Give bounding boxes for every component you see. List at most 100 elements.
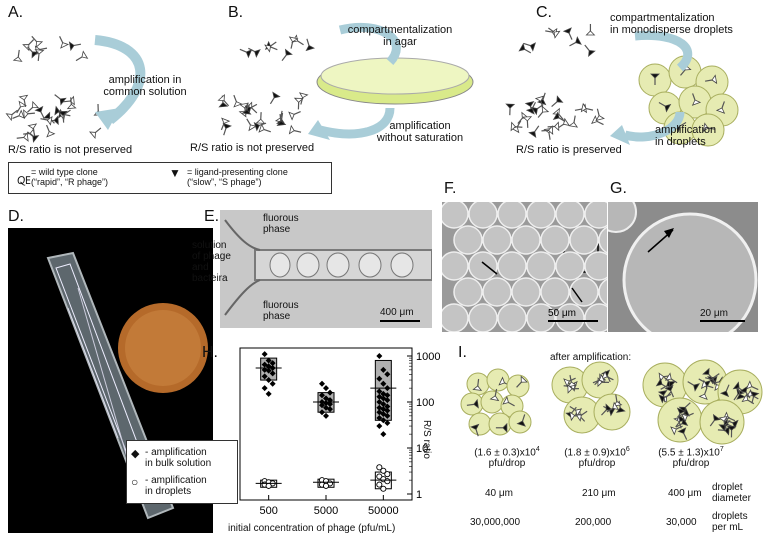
panel-c-label: C. <box>536 4 552 21</box>
wild-phage-icon <box>46 124 56 138</box>
data-point-circle <box>380 467 387 474</box>
ligand-phage-icon <box>54 94 67 106</box>
curved-arrow-c-bottom <box>623 111 685 142</box>
panel-c-result: R/S ratio is preserved <box>516 144 622 156</box>
data-point-diamond <box>327 406 333 413</box>
ligand-phage-icon <box>562 27 573 40</box>
data-point-diamond <box>376 399 383 405</box>
legend-droplets-line2: in droplets <box>145 486 192 497</box>
data-point-circle <box>376 464 383 471</box>
data-point-diamond <box>376 353 383 359</box>
droplet <box>482 225 512 255</box>
fluorous-bottom-line2: phase <box>263 311 291 322</box>
data-point-diamond <box>380 401 387 408</box>
wild-phage-icon <box>691 93 702 106</box>
wild-phage-icon <box>288 124 302 135</box>
ligand-phage-icon <box>552 111 566 122</box>
wild-phage-icon <box>293 97 304 110</box>
wild-phage-icon <box>31 35 44 49</box>
droplet <box>555 303 585 332</box>
wild-phage-icon <box>568 115 579 128</box>
ligand-phage-icon <box>281 48 293 62</box>
wild-phage-icon <box>664 372 678 384</box>
ligand-phage-icon <box>658 393 672 404</box>
wild-phage-icon <box>264 41 277 53</box>
ligand-phage-icon <box>27 131 40 143</box>
solution-line3: and <box>192 262 209 273</box>
panel-c-arrow-text: amplification in droplets <box>655 124 716 148</box>
conc-2: (1.8 ± 0.9)x106 pfu/drop <box>552 444 642 469</box>
wild-phage-icon <box>705 74 718 85</box>
wild-phage-icon <box>288 36 299 49</box>
droplet <box>540 225 570 255</box>
panel-c-top-text: compartmentalization in monodisperse dro… <box>610 12 733 36</box>
solution-line4: bacteira <box>192 273 228 284</box>
curved-arrow-b-head <box>308 120 330 140</box>
diameter-label-line2: diameter <box>712 493 751 504</box>
wild-phage-icon <box>23 109 35 120</box>
droplet <box>569 277 599 307</box>
panel-e-scale-bar <box>380 320 420 322</box>
droplet <box>442 303 469 332</box>
phage-cluster-c-top <box>518 23 596 58</box>
droplet <box>526 303 556 332</box>
droplet <box>453 225 483 255</box>
wild-phage-icon <box>522 116 533 128</box>
data-point-diamond <box>380 366 387 373</box>
droplet <box>442 251 469 281</box>
wild-phage-icon <box>698 387 708 400</box>
panel-c-top-line2: in monodisperse droplets <box>610 24 733 36</box>
panel-f-scale: 50 μm <box>548 308 576 319</box>
droplet <box>497 202 527 229</box>
count-label: droplets per mL <box>712 511 748 533</box>
panel-h-label: H. <box>202 344 218 361</box>
diameter-label: droplet diameter <box>712 482 751 504</box>
wild-phage-icon <box>12 109 25 119</box>
wild-phage-icon <box>233 94 243 108</box>
data-point-diamond <box>327 401 333 408</box>
wild-phage-icon <box>88 127 102 140</box>
count-label-line1: droplets <box>712 511 748 522</box>
droplet-cluster-c <box>638 55 739 147</box>
droplet <box>584 303 607 332</box>
conc-3-unit: pfu/drop <box>672 458 710 470</box>
panel-c-arrow-line1: amplification <box>655 124 717 136</box>
ligand-phage-icon <box>650 73 660 85</box>
data-point-circle <box>384 471 391 478</box>
wild-phage-icon <box>681 412 694 423</box>
panel-g-label: G. <box>610 180 627 197</box>
panel-a-label: A. <box>8 4 24 21</box>
wild-phage-icon <box>12 49 23 62</box>
fluorous-bottom-label: fluorous phase <box>263 300 299 322</box>
panel-b-top-text: compartmentalization in agar <box>335 24 465 48</box>
data-point-diamond <box>261 385 268 392</box>
ligand-phage-icon <box>584 44 596 58</box>
data-point-diamond <box>265 377 272 384</box>
data-point-circle <box>380 485 387 492</box>
ligand-phage-icon <box>702 367 714 380</box>
ligand-phage-icon <box>658 101 672 113</box>
data-point-diamond <box>261 351 268 358</box>
wild-phage-icon <box>745 380 759 391</box>
panel-a-arrow-text-line2: common solution <box>103 86 187 98</box>
droplet <box>540 277 570 307</box>
y-tick-label: 10 <box>416 443 428 455</box>
ligand-phage-icon <box>516 414 526 427</box>
conc-1: (1.6 ± 0.3)x104 pfu/drop <box>462 444 552 469</box>
conc-1-unit: pfu/drop <box>488 458 526 470</box>
pointer-arrow <box>571 287 583 303</box>
data-point-diamond <box>376 423 383 430</box>
data-point-diamond <box>319 402 325 409</box>
diameter-2: 210 μm <box>582 488 616 499</box>
count-3: 30,000 <box>666 517 697 528</box>
droplet <box>442 202 469 229</box>
single-droplet-drawing <box>608 202 758 332</box>
conc-1-exp: 4 <box>535 446 540 453</box>
conc-2-unit: pfu/drop <box>578 458 616 470</box>
wild-phage-icon <box>700 379 714 390</box>
wild-phage-icon <box>547 121 560 132</box>
droplet-40um <box>468 412 492 436</box>
curved-arrow-a <box>94 35 146 124</box>
wild-phage-icon <box>16 131 29 142</box>
